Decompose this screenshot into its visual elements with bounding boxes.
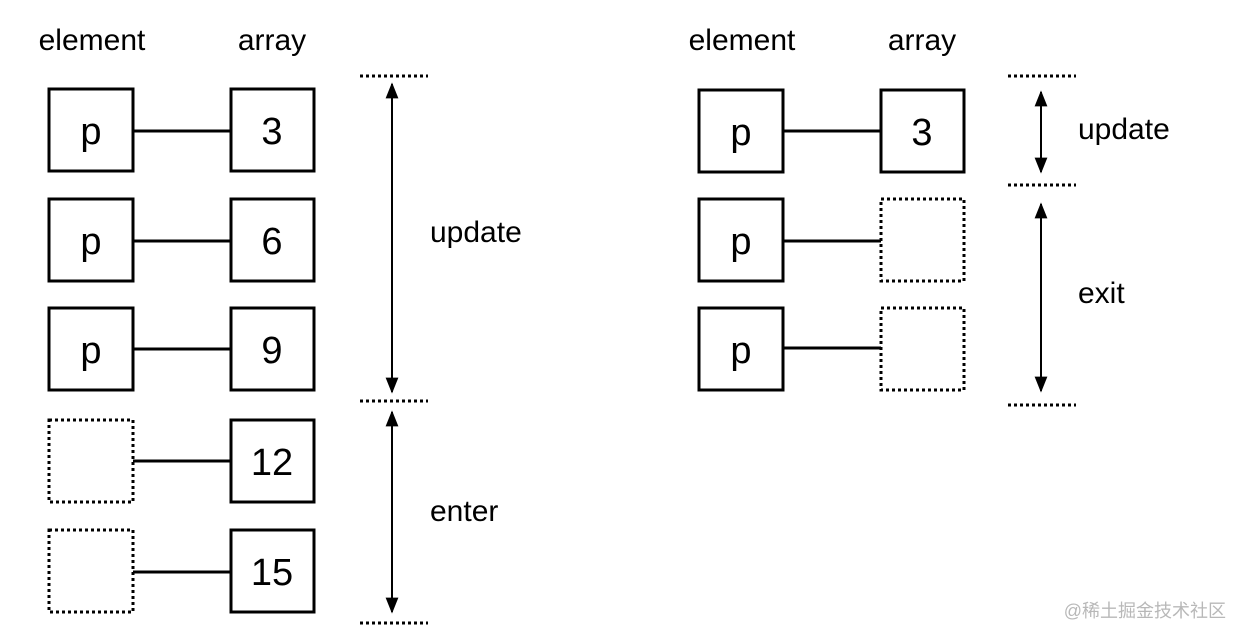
right-array-header: array [888,24,956,57]
left-row: p 9 [47,306,316,392]
element-box-label: p [80,221,101,263]
right-row: p [697,306,966,392]
array-box-value: 3 [261,111,282,153]
element-box-label: p [730,330,751,372]
left-row: 12 [47,418,316,504]
update-phase-label: update [1078,113,1170,146]
exit-phase-label: exit [1078,277,1125,310]
array-box-value: 15 [251,552,293,594]
right-row: p 3 [697,88,966,174]
array-box-value: 12 [251,442,293,484]
array-box [229,418,316,504]
placeholder-array-box [879,306,966,392]
array-box [229,306,316,392]
watermark: @稀土掘金技术社区 [1064,601,1226,621]
array-box-value: 9 [261,330,282,372]
left-row: 15 [47,528,316,614]
left-panel: element array p 3 p 6 p 9 [39,24,522,625]
right-row: p [697,197,966,283]
element-box-label: p [80,330,101,372]
array-box-value: 3 [911,112,932,154]
array-box [879,88,966,174]
left-row: p 3 [47,87,316,173]
array-box [229,87,316,173]
element-box-label: p [730,112,751,154]
left-row: p 6 [47,197,316,283]
left-array-header: array [238,24,306,57]
placeholder-array-box [879,197,966,283]
element-box-label: p [80,111,101,153]
element-box-label: p [730,221,751,263]
enter-phase-label: enter [430,495,498,528]
placeholder-element-box [47,528,135,614]
placeholder-element-box [47,418,135,504]
array-box [229,528,316,614]
right-panel: element array p 3 p p updat [689,24,1170,407]
array-box-value: 6 [261,221,282,263]
left-element-header: element [39,24,146,57]
right-element-header: element [689,24,796,57]
update-phase-label: update [430,216,522,249]
array-box [229,197,316,283]
